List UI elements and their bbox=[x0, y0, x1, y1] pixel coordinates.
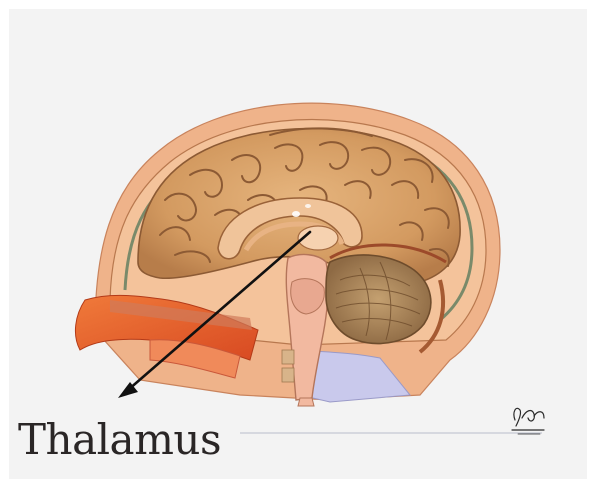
spinal-cord bbox=[298, 398, 314, 406]
signature-icon bbox=[512, 408, 544, 434]
thalamus-label: Thalamus bbox=[18, 414, 221, 466]
